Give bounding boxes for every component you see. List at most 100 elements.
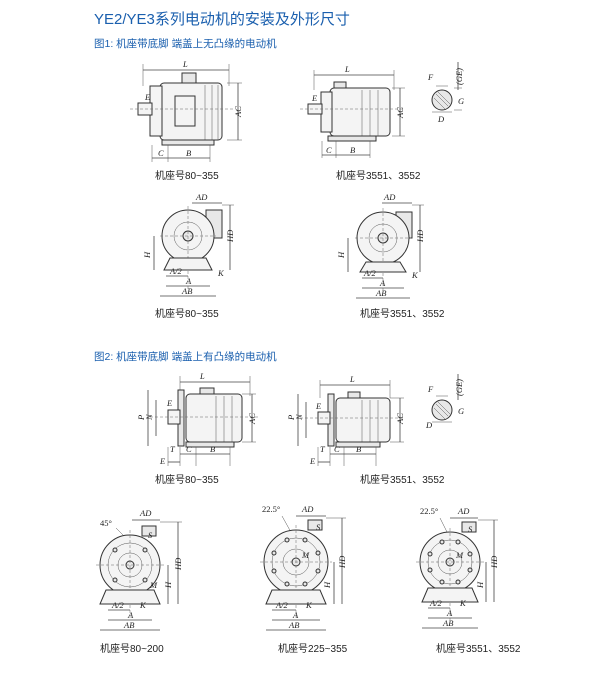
fig1-end-dim-h: H [142,251,152,259]
fig1-end-view-large: AD HD H A/2 K A AB [336,192,425,299]
fig1-shaft-dim-d: D [437,114,445,124]
fig2-side-dim-t: T [170,444,176,454]
fig2-end-large-dim-h: H [475,581,485,589]
fig2-side-dim-c: C [186,444,192,454]
fig2-end-small-dim-ab: AB [123,620,134,630]
fig1-shaft-dim-g: G [458,96,464,106]
fig2-shaft-dim-g: G [458,406,464,416]
fig1-side-view-large: L AC E C B [300,64,405,158]
fig2-shaft-dim-d: D [425,420,433,430]
fig2-end-small-dim-hd: HD [173,557,183,571]
fig1-side-large-dim-ac: AC [395,107,405,119]
fig1-end-large-frame-label: 机座号3551、3552 [360,309,445,320]
fig1-side-large-dim-l: L [344,64,350,74]
fig2-end-small-dim-m: M [149,580,158,590]
fig1-side-large-dim-c: C [326,145,332,155]
fig2-end-mid-dim-ab: AB [288,620,299,630]
fig1-side-frame-label: 机座号80~355 [155,171,219,182]
fig1-side-dim-e: E [144,92,151,102]
fig2-side-large-dim-n: N [294,413,304,421]
fig2-end-mid-dim-s: S [316,522,321,532]
fig2-side-dim-e-bottom: E [159,456,166,466]
fig1-end-dim-ad: AD [195,192,208,202]
fig2-end-view-large: 22.5° AD S M HD H A/2 K A AB [416,506,499,629]
fig2-side-large-dim-l: L [349,374,355,384]
fig2-end-mid-frame-label: 机座号225~355 [278,644,348,655]
fig2-side-large-dim-t: T [320,444,326,454]
fig2-side-dim-ac: AC [247,413,257,425]
fig1-end-large-dim-h: H [336,251,346,259]
fig1-end-large-dim-a2: A/2 [363,268,377,278]
page-title: YE2/YE3系列电动机的安装及外形尺寸 [94,11,350,28]
fig2-end-mid-dim-a2: A/2 [275,600,289,610]
fig2-end-small-dim-a2: A/2 [111,600,125,610]
fig1-shaft-section: F (GE) G D [427,62,464,124]
fig2-end-large-dim-hd: HD [489,555,499,569]
fig2-side-dim-p: P [136,415,146,421]
fig2-side-large-dim-e-top: E [315,401,322,411]
fig2-side-view-large: L AC P N E T C B E [286,374,405,466]
fig1-side-dim-b: B [186,148,191,158]
fig2-end-mid-dim-hd: HD [337,555,347,569]
fig2-end-mid-dim-a: A [292,610,299,620]
fig2-end-large-dim-m: M [455,550,464,560]
fig1-end-dim-a: A [185,276,192,286]
fig1-end-view: AD HD H A/2 K A AB [142,192,235,297]
fig2-end-large-dim-a: A [446,608,453,618]
fig2-end-large-frame-label: 机座号3551、3552 [436,644,521,655]
fig2-side-dim-n: N [144,413,154,421]
fig2-side-view: L AC P N E T C B E [136,371,260,466]
fig2-end-large-dim-ab: AB [442,618,453,628]
fig2-end-small-dim-h: H [163,581,173,589]
fig2-end-large-dim-s: S [468,524,473,534]
fig2-side-large-dim-b: B [356,444,361,454]
fig2-side-large-frame-label: 机座号3551、3552 [360,475,445,486]
figure1-caption: 图1: 机座带底脚 端盖上无凸缘的电动机 [94,38,277,50]
fig1-end-large-dim-hd: HD [415,229,425,243]
fig2-end-large-angle: 22.5° [420,506,438,516]
fig2-end-small-frame-label: 机座号80~200 [100,644,164,655]
fig2-side-dim-l: L [199,371,205,381]
fig2-side-large-dim-e-bottom: E [309,456,316,466]
fig2-end-view-mid: 22.5° AD S M HD H A/2 K A AB [260,504,347,631]
fig2-end-large-dim-ad: AD [457,506,470,516]
fig2-end-large-dim-k: K [459,598,467,608]
fig2-shaft-section: F (GE) G D [425,374,464,430]
fig2-side-large-dim-ac: AC [395,413,405,425]
fig1-side-large-dim-b: B [350,145,355,155]
fig1-end-large-dim-ad: AD [383,192,396,202]
fig1-side-dim-l: L [182,59,188,69]
fig2-end-mid-dim-ad: AD [301,504,314,514]
fig1-end-frame-label: 机座号80~355 [155,309,219,320]
fig1-side-large-dim-e: E [311,93,318,103]
fig1-side-dim-ac: AC [233,106,243,118]
fig2-end-small-dim-s: S [148,530,153,540]
fig2-end-mid-angle: 22.5° [262,504,280,514]
fig1-shaft-dim-ge: (GE) [454,68,464,85]
fig1-end-large-dim-ab: AB [375,288,386,298]
fig1-end-dim-ab: AB [181,286,192,296]
fig2-side-frame-label: 机座号80~355 [155,475,219,486]
fig2-end-mid-dim-k: K [305,600,313,610]
fig2-shaft-dim-ge: (GE) [454,379,464,396]
fig2-end-small-angle: 45° [100,518,112,528]
fig2-end-mid-dim-m: M [301,550,310,560]
fig1-side-large-frame-label: 机座号3551、3552 [336,171,421,182]
fig2-side-large-dim-c: C [334,444,340,454]
fig2-end-small-dim-ad: AD [139,508,152,518]
fig1-shaft-dim-f: F [427,72,434,82]
fig2-end-mid-dim-h: H [322,581,332,589]
fig2-end-view-small: 45° AD S M HD H A/2 K A AB [96,508,183,631]
fig1-side-view: L AC E C B [130,59,243,162]
fig1-end-large-dim-k: K [411,270,419,280]
fig2-side-dim-b: B [210,444,215,454]
fig1-side-dim-c: C [158,148,164,158]
fig1-end-dim-k: K [217,268,225,278]
fig1-end-large-dim-a: A [379,278,386,288]
fig1-end-dim-hd: HD [225,229,235,243]
fig2-side-large-dim-p: P [286,415,296,421]
fig2-shaft-dim-f: F [427,384,434,394]
fig2-end-small-dim-k: K [139,600,147,610]
figure2-caption: 图2: 机座带底脚 端盖上有凸缘的电动机 [94,351,277,363]
